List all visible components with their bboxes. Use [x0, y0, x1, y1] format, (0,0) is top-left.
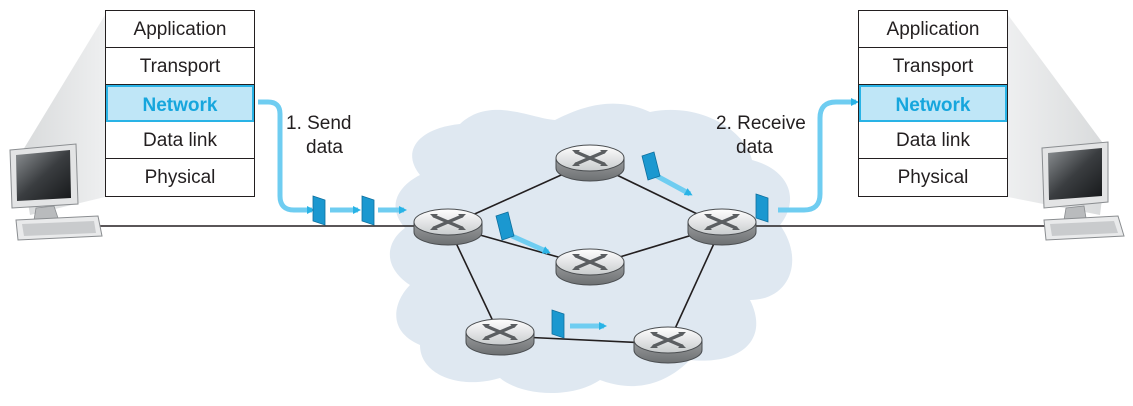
- packet-icon: [312, 151, 769, 339]
- router-icon: [687, 208, 757, 246]
- left-protocol-stack: Application Transport Network Data link …: [105, 10, 255, 197]
- send-label: 1. Send data: [286, 112, 352, 160]
- receive-label-line1: 2. Receive: [716, 113, 806, 134]
- router-icon: [555, 144, 625, 182]
- receive-path: [778, 98, 859, 213]
- layer-network: Network: [859, 85, 1007, 122]
- router-icon: [465, 318, 535, 356]
- send-label-line2: data: [306, 137, 343, 158]
- receive-label: 2. Receive data: [716, 112, 806, 160]
- layer-data-link: Data link: [106, 122, 254, 159]
- computer-icon: [1041, 141, 1125, 241]
- layer-application: Application: [859, 11, 1007, 48]
- layer-transport: Transport: [106, 48, 254, 85]
- layer-physical: Physical: [144, 167, 216, 188]
- layer-transport: Transport: [859, 48, 1007, 85]
- right-protocol-stack: Application Transport Network Data link …: [858, 10, 1008, 197]
- routers: [413, 144, 757, 364]
- layer-network: Network: [106, 85, 254, 122]
- layer-data-link: Data link: [859, 122, 1007, 159]
- router-icon: [633, 326, 703, 364]
- router-icon: [413, 208, 483, 246]
- layer-physical: Physical: [897, 167, 969, 188]
- send-label-line1: 1. Send: [286, 113, 352, 134]
- computer-icon: [9, 143, 103, 241]
- receive-label-line2: data: [736, 137, 773, 158]
- router-icon: [555, 248, 625, 286]
- packet-arrows: [330, 172, 693, 330]
- send-path: [258, 99, 315, 214]
- layer-application: Application: [106, 11, 254, 48]
